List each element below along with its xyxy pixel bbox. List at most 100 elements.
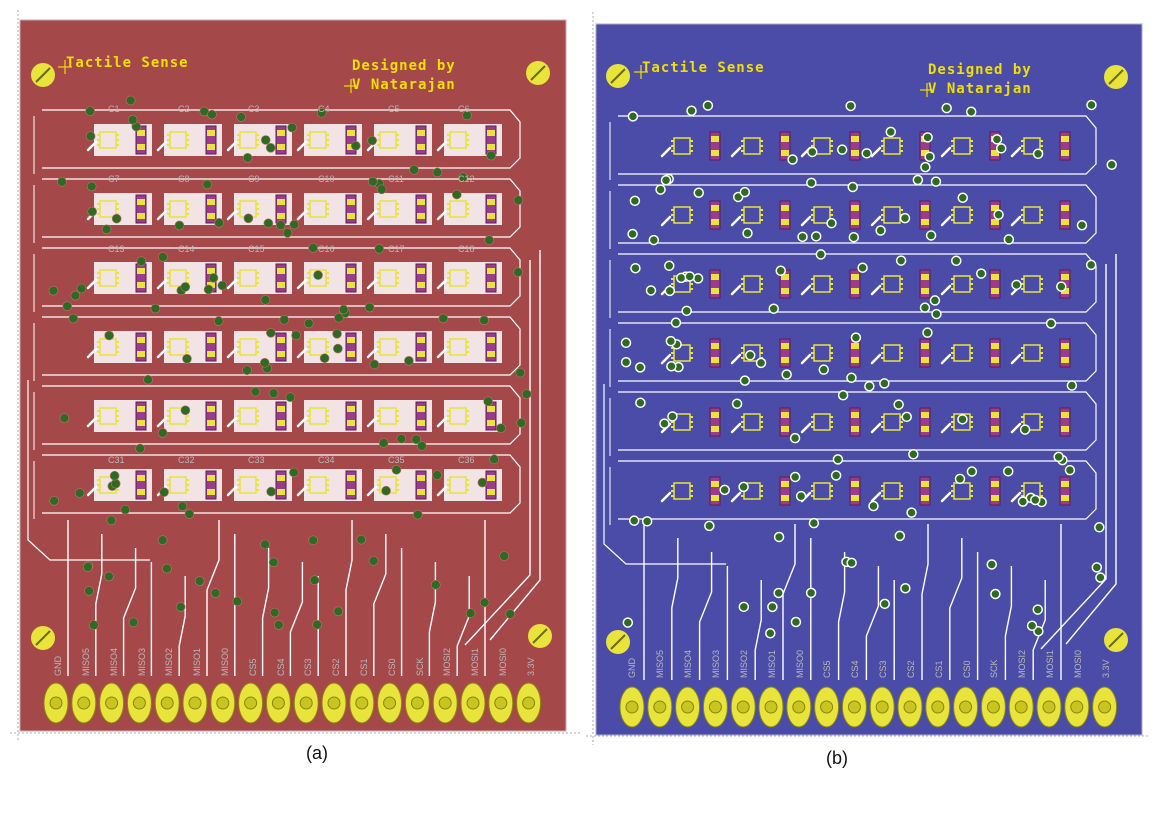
sensor-ic-icon bbox=[447, 338, 469, 356]
pin-label: MISO3 bbox=[137, 648, 147, 676]
ic-pin bbox=[256, 346, 259, 348]
ic-pin bbox=[970, 485, 973, 487]
resistor-pad bbox=[991, 426, 999, 432]
ic-pin bbox=[671, 421, 674, 423]
via-icon bbox=[1032, 604, 1044, 615]
resistor-icon bbox=[205, 470, 217, 500]
pin-label: MOSI0 bbox=[498, 648, 508, 676]
ic-pin bbox=[116, 420, 119, 422]
via-icon bbox=[479, 597, 490, 608]
ic-pin bbox=[811, 357, 814, 359]
trace bbox=[289, 562, 304, 676]
trace bbox=[42, 247, 521, 307]
trace bbox=[618, 460, 1097, 520]
via-icon bbox=[70, 290, 81, 301]
resistor-body bbox=[919, 476, 931, 506]
resistor-icon bbox=[709, 131, 721, 161]
ic-pin bbox=[900, 426, 903, 428]
trace bbox=[940, 146, 952, 158]
via-icon bbox=[739, 186, 751, 198]
ic-pin bbox=[1040, 145, 1043, 147]
resistor-icon bbox=[849, 269, 861, 299]
via-icon bbox=[864, 381, 875, 392]
trace bbox=[940, 491, 952, 503]
ic-pin bbox=[671, 495, 674, 497]
ic-pin bbox=[951, 485, 954, 487]
via-icon bbox=[975, 268, 987, 279]
ic-pin bbox=[97, 341, 100, 343]
ic-pin bbox=[1021, 421, 1024, 423]
ic-pin bbox=[447, 489, 450, 491]
header-pin-icon bbox=[619, 686, 645, 728]
resistor-pad bbox=[347, 406, 355, 412]
via-icon bbox=[374, 244, 385, 254]
ic-pin bbox=[377, 346, 380, 348]
header-pin-icon bbox=[99, 682, 125, 724]
trace bbox=[730, 284, 742, 296]
sensor-ic-icon bbox=[237, 407, 259, 425]
via-icon bbox=[1066, 380, 1078, 391]
via-icon bbox=[308, 243, 318, 253]
resistor-pad bbox=[417, 282, 425, 288]
ic-pin bbox=[447, 282, 450, 284]
via-icon bbox=[627, 228, 638, 240]
resistor-pad bbox=[487, 144, 495, 150]
ic-pin bbox=[167, 272, 170, 274]
via-icon bbox=[259, 357, 270, 368]
resistor-pad bbox=[781, 495, 789, 501]
ic-pin bbox=[951, 352, 954, 354]
resistor-pad bbox=[347, 282, 355, 288]
resistor-body bbox=[415, 470, 427, 500]
trace bbox=[27, 380, 150, 561]
via-icon bbox=[417, 441, 427, 451]
ic-pin bbox=[237, 479, 240, 481]
trace bbox=[1040, 264, 1107, 650]
resistor-body bbox=[709, 338, 721, 368]
pin-hole bbox=[244, 696, 258, 710]
via-icon bbox=[879, 378, 890, 389]
via-icon bbox=[665, 335, 677, 347]
component-label: C16 bbox=[318, 244, 335, 254]
pin-hole bbox=[271, 696, 285, 710]
resistor-icon bbox=[275, 401, 287, 431]
pin-hole bbox=[681, 700, 695, 714]
sensor-ic-icon bbox=[97, 131, 119, 149]
ic-pin bbox=[970, 140, 973, 142]
via-icon bbox=[268, 557, 279, 568]
resistor-pad bbox=[991, 343, 999, 349]
ic-pin bbox=[237, 420, 240, 422]
ic-pin bbox=[307, 415, 310, 417]
resistor-icon bbox=[275, 194, 287, 224]
resistor-body bbox=[345, 401, 357, 431]
resistor-pad bbox=[781, 274, 789, 280]
ic-pin bbox=[237, 282, 240, 284]
trace bbox=[456, 576, 470, 676]
ic-pin bbox=[186, 479, 189, 481]
via-icon bbox=[931, 308, 942, 320]
ic-pin bbox=[326, 282, 329, 284]
via-icon bbox=[895, 255, 907, 266]
ic-pin bbox=[811, 278, 814, 280]
resistor-pad bbox=[921, 288, 929, 294]
resistor-body bbox=[1059, 476, 1071, 506]
resistor-pad bbox=[921, 481, 929, 487]
via-icon bbox=[266, 486, 276, 497]
ic-pin bbox=[881, 219, 884, 221]
trace bbox=[178, 576, 186, 676]
ic-pin bbox=[447, 144, 450, 146]
ic-pin bbox=[1040, 416, 1043, 418]
resistor-pad bbox=[277, 351, 285, 357]
resistor-body bbox=[919, 407, 931, 437]
ic-pin bbox=[447, 415, 450, 417]
ic-pin bbox=[377, 282, 380, 284]
header-pin-icon bbox=[647, 686, 673, 728]
ic-pin bbox=[326, 346, 329, 348]
via-icon bbox=[908, 449, 919, 460]
via-icon bbox=[136, 256, 147, 266]
ic-pin bbox=[396, 341, 399, 343]
header-pin-icon bbox=[154, 682, 180, 724]
via-icon bbox=[266, 328, 276, 338]
ic-pin bbox=[881, 352, 884, 354]
ic-pin bbox=[690, 214, 693, 216]
resistor-icon bbox=[709, 407, 721, 437]
